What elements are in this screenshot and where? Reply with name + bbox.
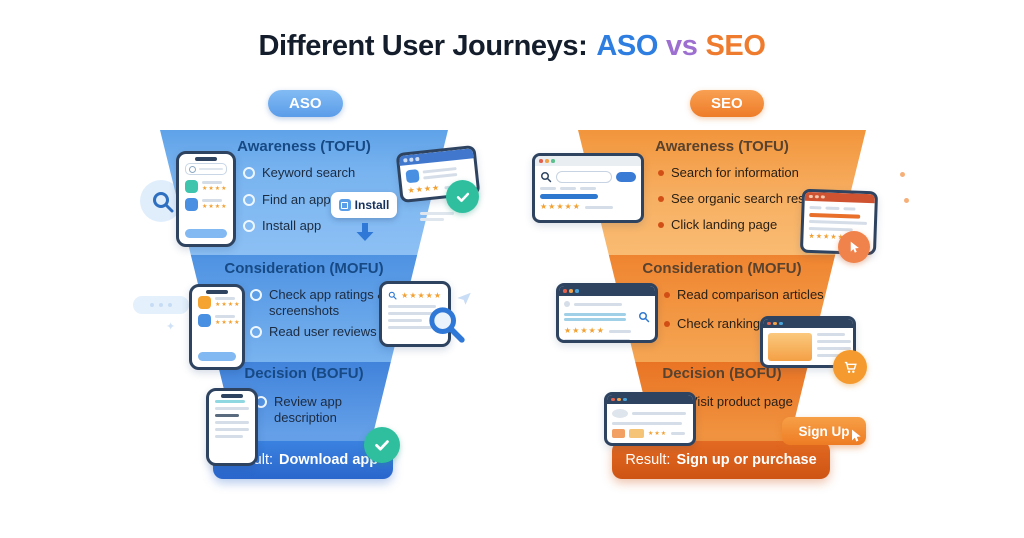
aso-decision-heading: Decision (BOFU) (244, 365, 364, 382)
text-lines-decoration (420, 212, 454, 221)
aso-bullet-check-ratings: Check app ratings & screenshots (250, 287, 407, 320)
seo-comparison-browser-illustration (556, 283, 658, 343)
app-icon (185, 198, 198, 211)
seo-bullet-click-landing: Click landing page (658, 217, 777, 233)
title-prefix: Different User Journeys: (258, 30, 588, 62)
check-icon (364, 427, 400, 463)
title-vs: vs (665, 30, 698, 62)
thumbnail-graphic (612, 429, 625, 438)
cloud-decoration (133, 296, 189, 314)
image-placeholder (768, 333, 812, 361)
seo-bullet-organic-results: See organic search results (658, 191, 825, 207)
phone-notch (206, 290, 228, 294)
star-rating (202, 186, 228, 192)
star-rating (215, 302, 241, 308)
shopping-cart-icon (833, 350, 867, 384)
star-rating (407, 184, 440, 195)
seo-badge: SEO (690, 90, 764, 117)
search-button-graphic (616, 172, 636, 182)
star-rating (202, 204, 228, 210)
aso-badge: ASO (268, 90, 343, 117)
seo-result-bar: Result: Sign up or purchase (612, 441, 830, 479)
bullet-ring-icon (243, 194, 255, 206)
seo-awareness-heading: Awareness (TOFU) (655, 138, 789, 155)
seo-bullet-check-rankings: Check rankings (664, 316, 767, 332)
aso-bullet-find-an-app: Find an app (243, 192, 331, 208)
star-rating (215, 320, 241, 326)
magnifier-icon (388, 291, 397, 300)
phone-notch (195, 157, 217, 161)
magnifier-icon (541, 172, 552, 183)
phone-button-graphic (198, 352, 236, 361)
seo-bullet-comparison-articles: Read comparison articles (664, 287, 824, 303)
image-placeholder (612, 409, 628, 418)
seo-bullet-search-information: Search for information (658, 165, 799, 181)
aso-bullet-install-app: Install app (243, 218, 321, 234)
bullet-ring-icon (250, 289, 262, 301)
bullet-ring-icon (243, 167, 255, 179)
sign-up-label: Sign Up (798, 423, 850, 439)
orange-dot-decoration (904, 198, 909, 203)
app-icon (405, 169, 420, 184)
aso-awareness-heading: Awareness (TOFU) (237, 138, 371, 155)
orange-dot-decoration (900, 172, 905, 177)
phone-search-bar (185, 163, 227, 175)
seo-product-page-browser-illustration (604, 392, 696, 446)
bullet-dot-icon (658, 170, 664, 176)
cursor-icon (852, 429, 861, 442)
bullet-dot-icon (658, 222, 664, 228)
star-rating (648, 431, 667, 437)
aso-consideration-heading: Consideration (MOFU) (224, 260, 384, 277)
result-link-graphic (540, 194, 598, 199)
phone-notch (221, 394, 243, 398)
app-icon (198, 296, 211, 309)
sign-up-button-illustration: Sign Up (782, 417, 866, 445)
magnifier-icon (426, 304, 466, 349)
app-icon (198, 314, 211, 327)
aso-description-phone-illustration (206, 388, 258, 466)
bullet-ring-icon (250, 326, 262, 338)
app-icon (185, 180, 198, 193)
seo-decision-heading: Decision (BOFU) (662, 365, 782, 382)
headline-graphic (809, 212, 861, 219)
bullet-dot-icon (658, 196, 664, 202)
aso-bullet-keyword-search: Keyword search (243, 165, 355, 181)
thumbnail-graphic (629, 429, 644, 438)
result-value: Download app (279, 452, 379, 468)
magnifier-icon (189, 165, 196, 173)
install-button-illustration: Install (331, 192, 397, 218)
paper-plane-icon (455, 289, 473, 312)
bullet-dot-icon (664, 321, 670, 327)
app-window-icon (338, 199, 351, 211)
magnifier-icon (639, 312, 650, 323)
aso-ratings-phone-illustration (189, 284, 245, 370)
bullet-ring-icon (243, 220, 255, 232)
install-label: Install (354, 198, 390, 212)
down-arrow-icon (352, 220, 378, 249)
sparkle-icon (166, 320, 175, 333)
aso-bullet-read-reviews: Read user reviews (250, 324, 377, 340)
star-rating (401, 292, 442, 300)
seo-consideration-heading: Consideration (MOFU) (642, 260, 802, 277)
check-icon (446, 180, 479, 213)
phone-install-button-graphic (185, 229, 227, 238)
seo-search-browser-illustration (532, 153, 644, 223)
aso-app-search-phone-illustration (176, 151, 236, 247)
aso-bullet-review-description: Review app description (255, 394, 366, 427)
title-seo: SEO (705, 30, 766, 62)
result-label: Result: (625, 452, 671, 468)
result-value: Sign up or purchase (676, 452, 817, 468)
bullet-dot-icon (664, 292, 670, 298)
star-rating (564, 327, 605, 335)
cursor-icon (838, 231, 870, 263)
search-magnifier-icon (151, 190, 175, 219)
search-input-graphic (556, 171, 612, 183)
star-rating (540, 203, 581, 211)
title-aso: ASO (596, 30, 658, 62)
